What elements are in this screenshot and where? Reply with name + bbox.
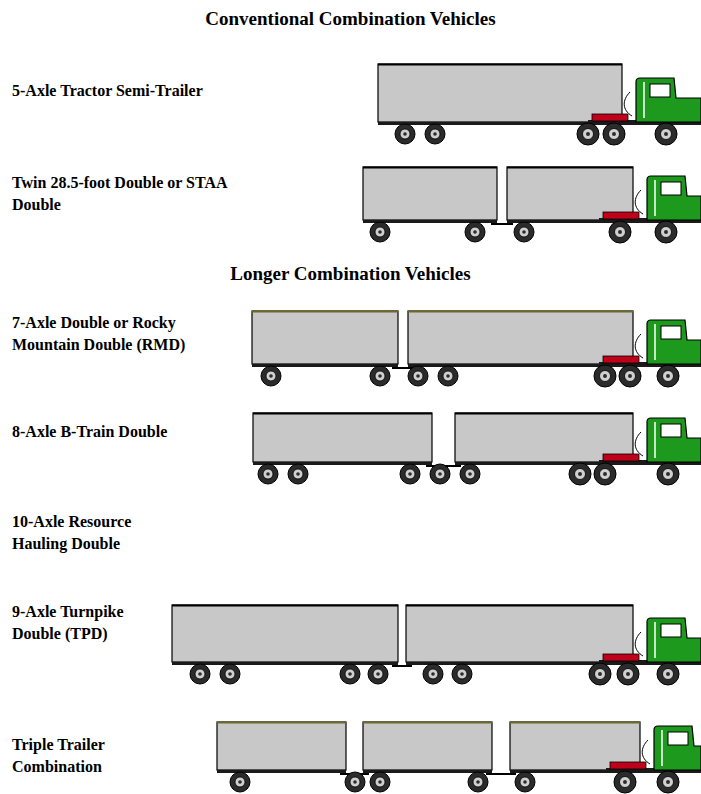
wheel — [614, 771, 636, 793]
trailer-frame — [253, 462, 432, 465]
wheel — [514, 222, 534, 242]
truck — [252, 311, 701, 387]
trailer-box — [363, 167, 497, 220]
truck — [217, 722, 701, 793]
wheel — [655, 221, 677, 243]
fifth-wheel — [610, 762, 646, 769]
wheel — [345, 772, 365, 792]
trailer-box — [252, 311, 398, 364]
wheel — [368, 664, 388, 684]
vehicle-label: 9-Axle Turnpike Double (TPD) — [12, 601, 164, 645]
vehicle-label: 7-Axle Double or Rocky Mountain Double (… — [12, 312, 247, 356]
wheel — [258, 464, 278, 484]
vehicle-label: Triple Trailer Combination — [12, 734, 162, 778]
vehicle-label: 8-Axle B-Train Double — [12, 421, 242, 443]
wheel — [657, 365, 679, 387]
trailer-box — [378, 64, 622, 122]
wheel — [594, 365, 616, 387]
wheel — [220, 664, 240, 684]
wheel — [594, 463, 616, 485]
tractor-cab — [647, 320, 701, 364]
wheel — [603, 123, 625, 145]
wheel — [423, 664, 443, 684]
wheel — [452, 664, 472, 684]
trailer-box — [363, 722, 492, 770]
trailer-box — [217, 722, 346, 770]
wheel — [288, 464, 308, 484]
wheel — [395, 124, 415, 144]
trailer-box — [406, 605, 633, 662]
wheel — [370, 772, 390, 792]
wheel — [460, 464, 480, 484]
wheel — [340, 664, 360, 684]
section-heading: Longer Combination Vehicles — [0, 263, 701, 285]
wheel — [577, 123, 599, 145]
truck — [363, 167, 701, 243]
cab-window — [661, 624, 681, 637]
vehicle-label: 10-Axle Resource Hauling Double — [12, 511, 177, 555]
wheel — [370, 222, 390, 242]
wheel — [589, 663, 611, 685]
wheel — [408, 366, 428, 386]
cab-window — [668, 732, 688, 745]
fifth-wheel — [603, 212, 639, 219]
wheel — [619, 365, 641, 387]
trailer-box — [253, 413, 432, 462]
cab-window — [661, 326, 681, 339]
wheel — [657, 463, 679, 485]
truck — [253, 413, 701, 485]
cab-window — [661, 424, 681, 437]
wheel — [609, 221, 631, 243]
hitch-bar — [491, 223, 513, 225]
wheel — [438, 366, 458, 386]
wheel — [400, 464, 420, 484]
tractor-cab — [647, 418, 701, 462]
wheel — [515, 772, 535, 792]
tractor-cab — [654, 726, 701, 770]
wheel — [657, 663, 679, 685]
hitch-bar — [486, 773, 516, 775]
tractor-cab — [636, 78, 701, 122]
wheel — [569, 463, 591, 485]
wheel — [655, 123, 677, 145]
wheel — [261, 366, 281, 386]
truck — [378, 64, 701, 145]
wheel — [230, 772, 250, 792]
trailer-frame — [172, 662, 398, 665]
wheel — [657, 771, 679, 793]
cab-window — [661, 182, 681, 195]
trailer-box — [408, 311, 633, 364]
tractor-cab — [647, 618, 701, 662]
fifth-wheel — [603, 654, 639, 661]
wheel — [425, 124, 445, 144]
wheel — [430, 464, 450, 484]
section-heading: Conventional Combination Vehicles — [0, 8, 701, 30]
fifth-wheel — [603, 356, 639, 363]
wheel — [617, 663, 639, 685]
fifth-wheel — [592, 114, 628, 121]
tractor-cab — [647, 176, 701, 220]
truck — [172, 605, 701, 685]
wheel — [465, 222, 485, 242]
wheel — [370, 366, 390, 386]
wheel — [190, 664, 210, 684]
wheel — [468, 772, 488, 792]
cab-window — [650, 84, 670, 97]
fifth-wheel — [603, 454, 639, 461]
hitch-bar — [392, 665, 412, 667]
vehicle-label: Twin 28.5-foot Double or STAA Double — [12, 172, 227, 216]
trailer-box — [172, 605, 398, 662]
vehicle-label: 5-Axle Tractor Semi-Trailer — [12, 80, 362, 102]
